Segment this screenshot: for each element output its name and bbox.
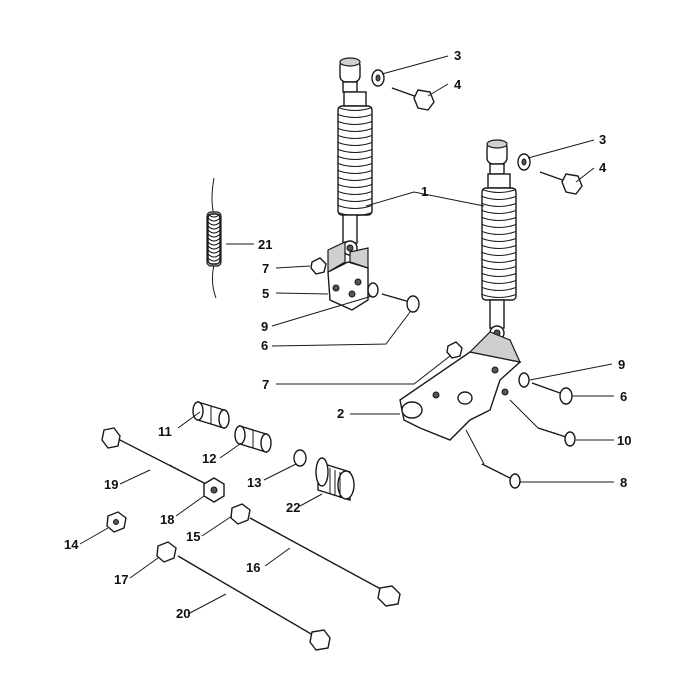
o-ring-13 xyxy=(293,449,307,467)
nut-17 xyxy=(156,541,177,563)
callout-6-right: 6 xyxy=(620,389,627,404)
threaded-bushing-22 xyxy=(315,457,355,501)
callout-17: 17 xyxy=(114,572,128,587)
washer-9-left xyxy=(367,282,379,298)
callout-21: 21 xyxy=(258,237,272,252)
tension-spring-21 xyxy=(206,177,222,299)
bracket-5 xyxy=(327,241,369,311)
bushing-12 xyxy=(234,425,272,453)
bolt-16 xyxy=(249,517,401,607)
nut-7-right xyxy=(446,341,463,359)
bolt-4-right xyxy=(539,171,583,195)
callout-11: 11 xyxy=(158,424,172,439)
callout-9-right: 9 xyxy=(618,357,625,372)
nut-7-left xyxy=(310,257,327,275)
bracket-2 xyxy=(399,331,522,441)
bolt-4-left xyxy=(391,87,435,111)
bolt-10 xyxy=(537,427,576,447)
callout-20: 20 xyxy=(176,606,190,621)
bushing-11 xyxy=(192,401,230,429)
callout-1: 1 xyxy=(421,184,428,199)
callout-3-right: 3 xyxy=(599,132,606,147)
nut-18 xyxy=(203,477,225,503)
callout-4-left: 4 xyxy=(454,77,462,92)
washer-3-left xyxy=(371,69,385,87)
callout-22: 22 xyxy=(286,500,300,515)
nut-14 xyxy=(106,511,127,533)
shock-absorber-left xyxy=(337,57,373,256)
washer-9-right xyxy=(518,372,530,388)
callout-10: 10 xyxy=(617,433,631,448)
nut-15 xyxy=(230,503,251,525)
callout-3-left: 3 xyxy=(454,48,461,63)
callout-16: 16 xyxy=(246,560,260,575)
callout-13: 13 xyxy=(247,475,261,490)
bolt-6-right xyxy=(531,382,573,405)
callout-12: 12 xyxy=(202,451,216,466)
callout-7-left: 7 xyxy=(262,261,269,276)
callout-18: 18 xyxy=(160,512,174,527)
callout-2: 2 xyxy=(337,406,344,421)
callout-8: 8 xyxy=(620,475,627,490)
shock-absorber-right xyxy=(481,139,517,341)
washer-3-right xyxy=(517,153,531,171)
bolt-8 xyxy=(481,463,521,489)
bolt-19 xyxy=(101,427,207,485)
callout-15: 15 xyxy=(186,529,200,544)
callout-14: 14 xyxy=(64,537,79,552)
callout-labels: 1 2 3 3 4 4 5 6 6 7 7 8 9 9 10 11 12 13 … xyxy=(64,48,631,621)
callout-9-left: 9 xyxy=(261,319,268,334)
callout-5: 5 xyxy=(262,286,269,301)
callout-19: 19 xyxy=(104,477,118,492)
callout-4-right: 4 xyxy=(599,160,607,175)
bolt-6-left xyxy=(381,293,420,313)
leader-lines xyxy=(79,55,614,615)
callout-7-right: 7 xyxy=(262,377,269,392)
bolt-20 xyxy=(177,555,331,651)
callout-6-left: 6 xyxy=(261,338,268,353)
